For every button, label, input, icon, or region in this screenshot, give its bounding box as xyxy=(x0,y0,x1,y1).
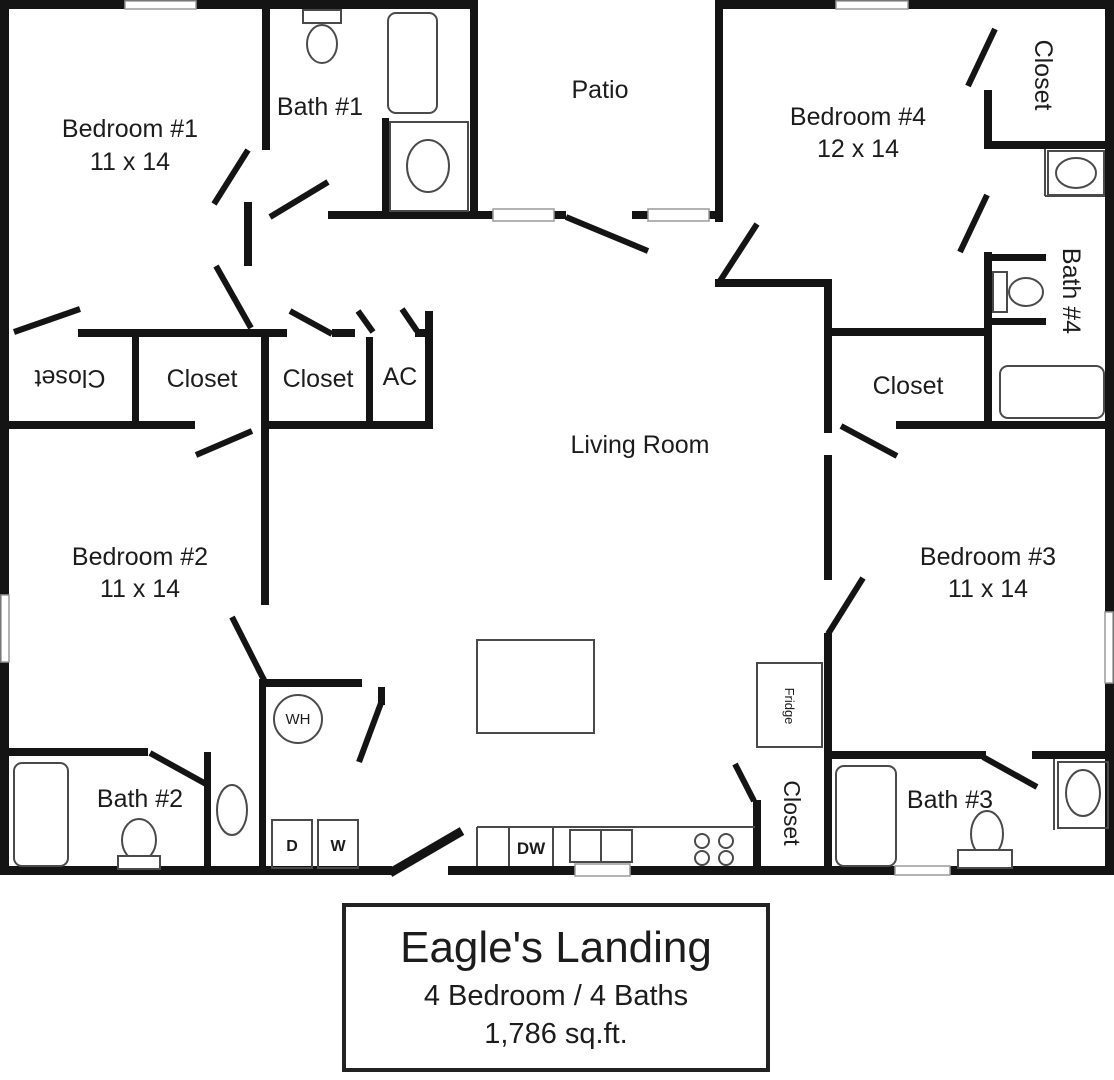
dryer-label: D xyxy=(286,838,298,855)
walls xyxy=(0,0,1114,877)
room-label-bedroom-3: Bedroom #3 xyxy=(920,543,1056,571)
bathtub-icon xyxy=(835,765,897,867)
water-heater-icon xyxy=(273,694,323,744)
fridge-label: Fridge xyxy=(782,688,797,725)
bathtub-icon xyxy=(999,365,1105,419)
kitchen-counter xyxy=(476,826,755,866)
toilet-icon xyxy=(992,271,1044,313)
room-dims-bedroom-2: 11 x 14 xyxy=(100,575,180,603)
room-dims-bedroom-3: 11 x 14 xyxy=(948,575,1028,603)
toilet-icon xyxy=(957,810,1013,869)
stove-burners-icon xyxy=(694,833,734,866)
closet-label-kitchen: Closet xyxy=(779,780,805,846)
room-label-bath-3: Bath #3 xyxy=(907,786,993,814)
ac-label: AC xyxy=(383,363,418,391)
dryer-icon xyxy=(271,819,313,869)
bathtub-icon xyxy=(387,12,438,114)
title-box-border xyxy=(342,903,770,1072)
door-swings xyxy=(13,27,1039,803)
room-label-living: Living Room xyxy=(571,431,710,459)
sink-icon xyxy=(1053,759,1109,830)
table-icon xyxy=(476,639,595,734)
dishwasher-label: DW xyxy=(517,839,546,858)
sink-icon xyxy=(216,784,248,836)
washer-label: W xyxy=(330,838,346,855)
kitchen-sink-icon xyxy=(569,829,633,863)
bathtub-icon xyxy=(13,762,69,867)
title-block: Eagle's Landing 4 Bedroom / 4 Baths 1,78… xyxy=(342,903,770,1072)
closet-label-bedroom1: Closet xyxy=(35,364,106,392)
closet-label-hall-a: Closet xyxy=(167,365,238,393)
room-dims-bedroom-1: 11 x 14 xyxy=(90,148,170,176)
plan-specs: 4 Bedroom / 4 Baths xyxy=(424,980,688,1012)
toilet-icon xyxy=(117,818,161,870)
closet-label-midright: Closet xyxy=(873,372,944,400)
room-label-bedroom-2: Bedroom #2 xyxy=(72,543,208,571)
plan-area: 1,786 sq.ft. xyxy=(484,1018,628,1050)
sink-icon xyxy=(1044,149,1105,197)
washer-icon xyxy=(317,819,359,869)
fixtures xyxy=(13,9,1109,870)
room-label-bath-1: Bath #1 xyxy=(277,93,363,121)
toilet-icon xyxy=(302,9,342,64)
room-label-bath-2: Bath #2 xyxy=(97,785,183,813)
fridge-icon xyxy=(756,662,823,748)
room-label-patio: Patio xyxy=(572,76,629,104)
closet-label-bedroom4: Closet xyxy=(1029,40,1057,111)
room-dims-bedroom-4: 12 x 14 xyxy=(817,135,899,163)
room-label-bath-4: Bath #4 xyxy=(1057,248,1085,334)
room-labels: Bedroom #1 11 x 14 Bath #1 Patio Bedroom… xyxy=(35,40,1085,858)
sink-icon xyxy=(389,121,469,212)
room-label-bedroom-1: Bedroom #1 xyxy=(62,115,198,143)
closet-label-hall-b: Closet xyxy=(283,365,354,393)
room-label-bedroom-4: Bedroom #4 xyxy=(790,103,926,131)
water-heater-label: WH xyxy=(286,711,311,728)
windows xyxy=(0,0,1114,877)
plan-title: Eagle's Landing xyxy=(400,923,712,972)
